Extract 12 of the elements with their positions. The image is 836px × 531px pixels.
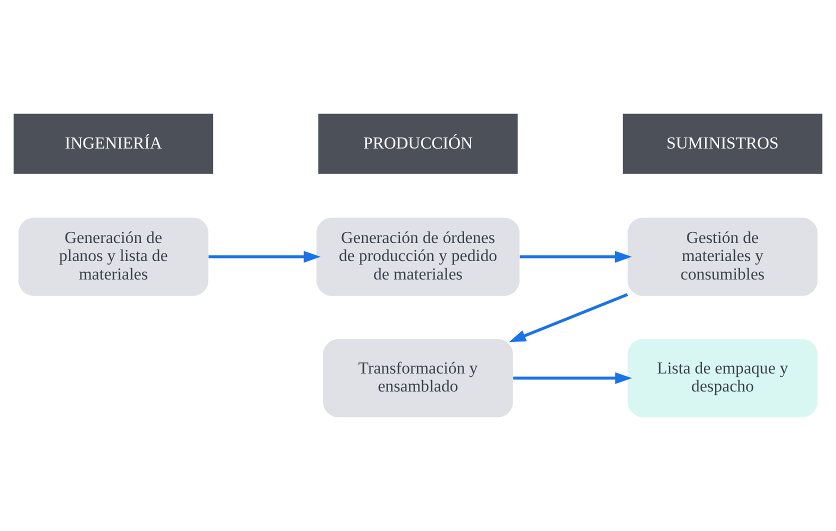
node-box: SUMINISTROS bbox=[622, 114, 822, 174]
node-box: Generación de planos y lista de materiales bbox=[18, 218, 208, 296]
arrow bbox=[520, 250, 632, 263]
node-box: Lista de empaque y despacho bbox=[628, 339, 818, 418]
arrow bbox=[508, 293, 628, 342]
node-box: Transformación y ensamblado bbox=[323, 339, 513, 418]
node-box: PRODUCCIÓN bbox=[318, 114, 518, 174]
arrow bbox=[208, 250, 321, 263]
node-box: Gestión de materiales y consumibles bbox=[628, 218, 818, 296]
node-box: Generación de órdenes de producción y pedido de materiales bbox=[316, 218, 520, 296]
arrow bbox=[513, 372, 632, 384]
node-box: INGENIERÍA bbox=[14, 114, 214, 174]
